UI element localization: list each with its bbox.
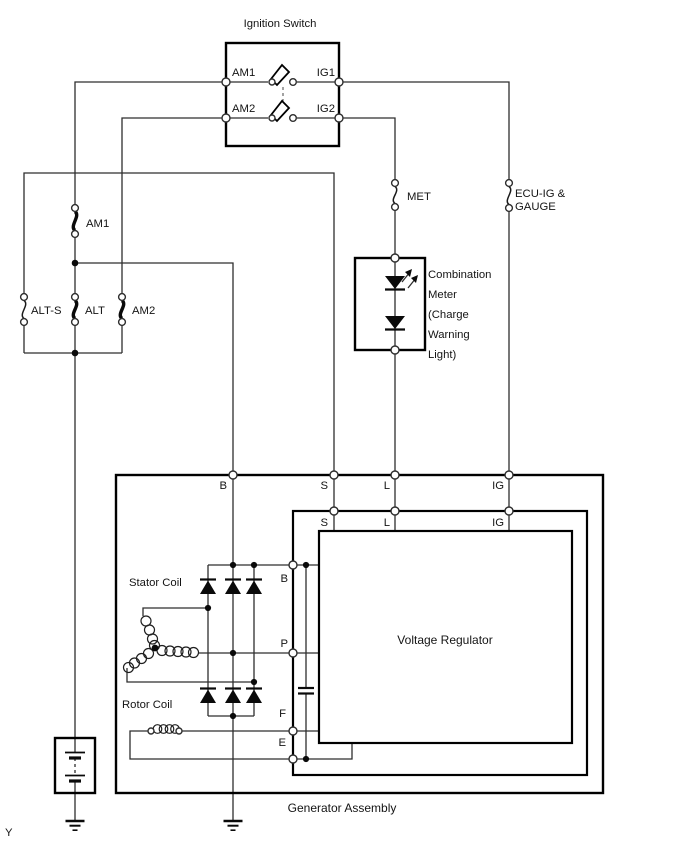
meter-label-line5: Light) (428, 349, 456, 361)
regulator-terminal-f: F (279, 708, 286, 720)
fuse-ecu-ig-label-line2: GAUGE (515, 201, 556, 213)
junction-dots (71, 259, 310, 763)
meter-diode (385, 316, 405, 331)
battery-box (53, 736, 97, 795)
regulator-terminal-s: S (320, 517, 328, 529)
fuse-ecu-ig-symbol (504, 178, 514, 213)
generator-assembly-label: Generator Assembly (288, 801, 397, 815)
fuse-met-label: MET (407, 191, 431, 203)
ignition-switch-contacts (268, 63, 298, 123)
fuse-am2-symbol (117, 292, 127, 327)
switch-terminal-am2: AM2 (232, 103, 255, 115)
circuit-wires (23, 81, 510, 821)
rotor-coil-symbol (147, 724, 183, 735)
generator-terminal-b: B (219, 480, 227, 492)
regulator-terminal-ig: IG (492, 517, 504, 529)
stator-coil-symbol (122, 615, 200, 674)
fuse-alt-symbol (70, 292, 80, 327)
regulator-terminal-b: B (280, 573, 288, 585)
stator-neutral-junction (151, 644, 159, 652)
fuse-alt-s-label: ALT-S (31, 305, 62, 317)
terminal-circles (221, 77, 514, 764)
fuse-am1-label: AM1 (86, 218, 109, 230)
footnote-y: Y (5, 827, 13, 839)
switch-terminal-ig2: IG2 (317, 103, 335, 115)
generator-ground-symbol (223, 819, 243, 831)
rectifier-diodes-upper (200, 578, 262, 594)
switch-terminal-am1: AM1 (232, 67, 255, 79)
stator-coil-label: Stator Coil (129, 577, 182, 589)
regulator-terminal-l: L (384, 517, 390, 529)
meter-label-line2: Meter (428, 289, 457, 301)
generator-terminal-s: S (320, 480, 328, 492)
voltage-regulator-label: Voltage Regulator (397, 633, 492, 647)
battery-ground-symbol (65, 819, 85, 831)
generator-terminal-ig: IG (492, 480, 504, 492)
ignition-switch-box (224, 41, 341, 148)
rectifier-diodes-lower (200, 687, 262, 703)
fuse-ecu-ig-label-line1: ECU-IG & (515, 188, 566, 200)
fuse-alt-label: ALT (85, 305, 105, 317)
meter-label-line3: (Charge (428, 309, 469, 321)
battery-symbol (65, 751, 85, 783)
fuse-am1-symbol (70, 203, 80, 239)
generator-terminal-l: L (384, 480, 390, 492)
capacitor-symbol (298, 686, 314, 695)
fuse-alt-s-symbol (19, 292, 29, 327)
charge-warning-led (385, 269, 418, 291)
switch-terminal-ig1: IG1 (317, 67, 335, 79)
rotor-coil-label: Rotor Coil (122, 699, 172, 711)
meter-label-line4: Warning (428, 329, 470, 341)
meter-label-line1: Combination (428, 269, 491, 281)
combination-meter-box (353, 256, 427, 352)
regulator-terminal-e: E (278, 737, 286, 749)
fuse-met-symbol (390, 178, 400, 212)
fuse-am2-label: AM2 (132, 305, 155, 317)
regulator-inner-box (291, 509, 589, 777)
generator-assembly-box (114, 473, 605, 795)
ignition-switch-title: Ignition Switch (244, 18, 317, 30)
voltage-regulator-box (317, 529, 574, 745)
regulator-terminal-p: P (280, 638, 288, 650)
